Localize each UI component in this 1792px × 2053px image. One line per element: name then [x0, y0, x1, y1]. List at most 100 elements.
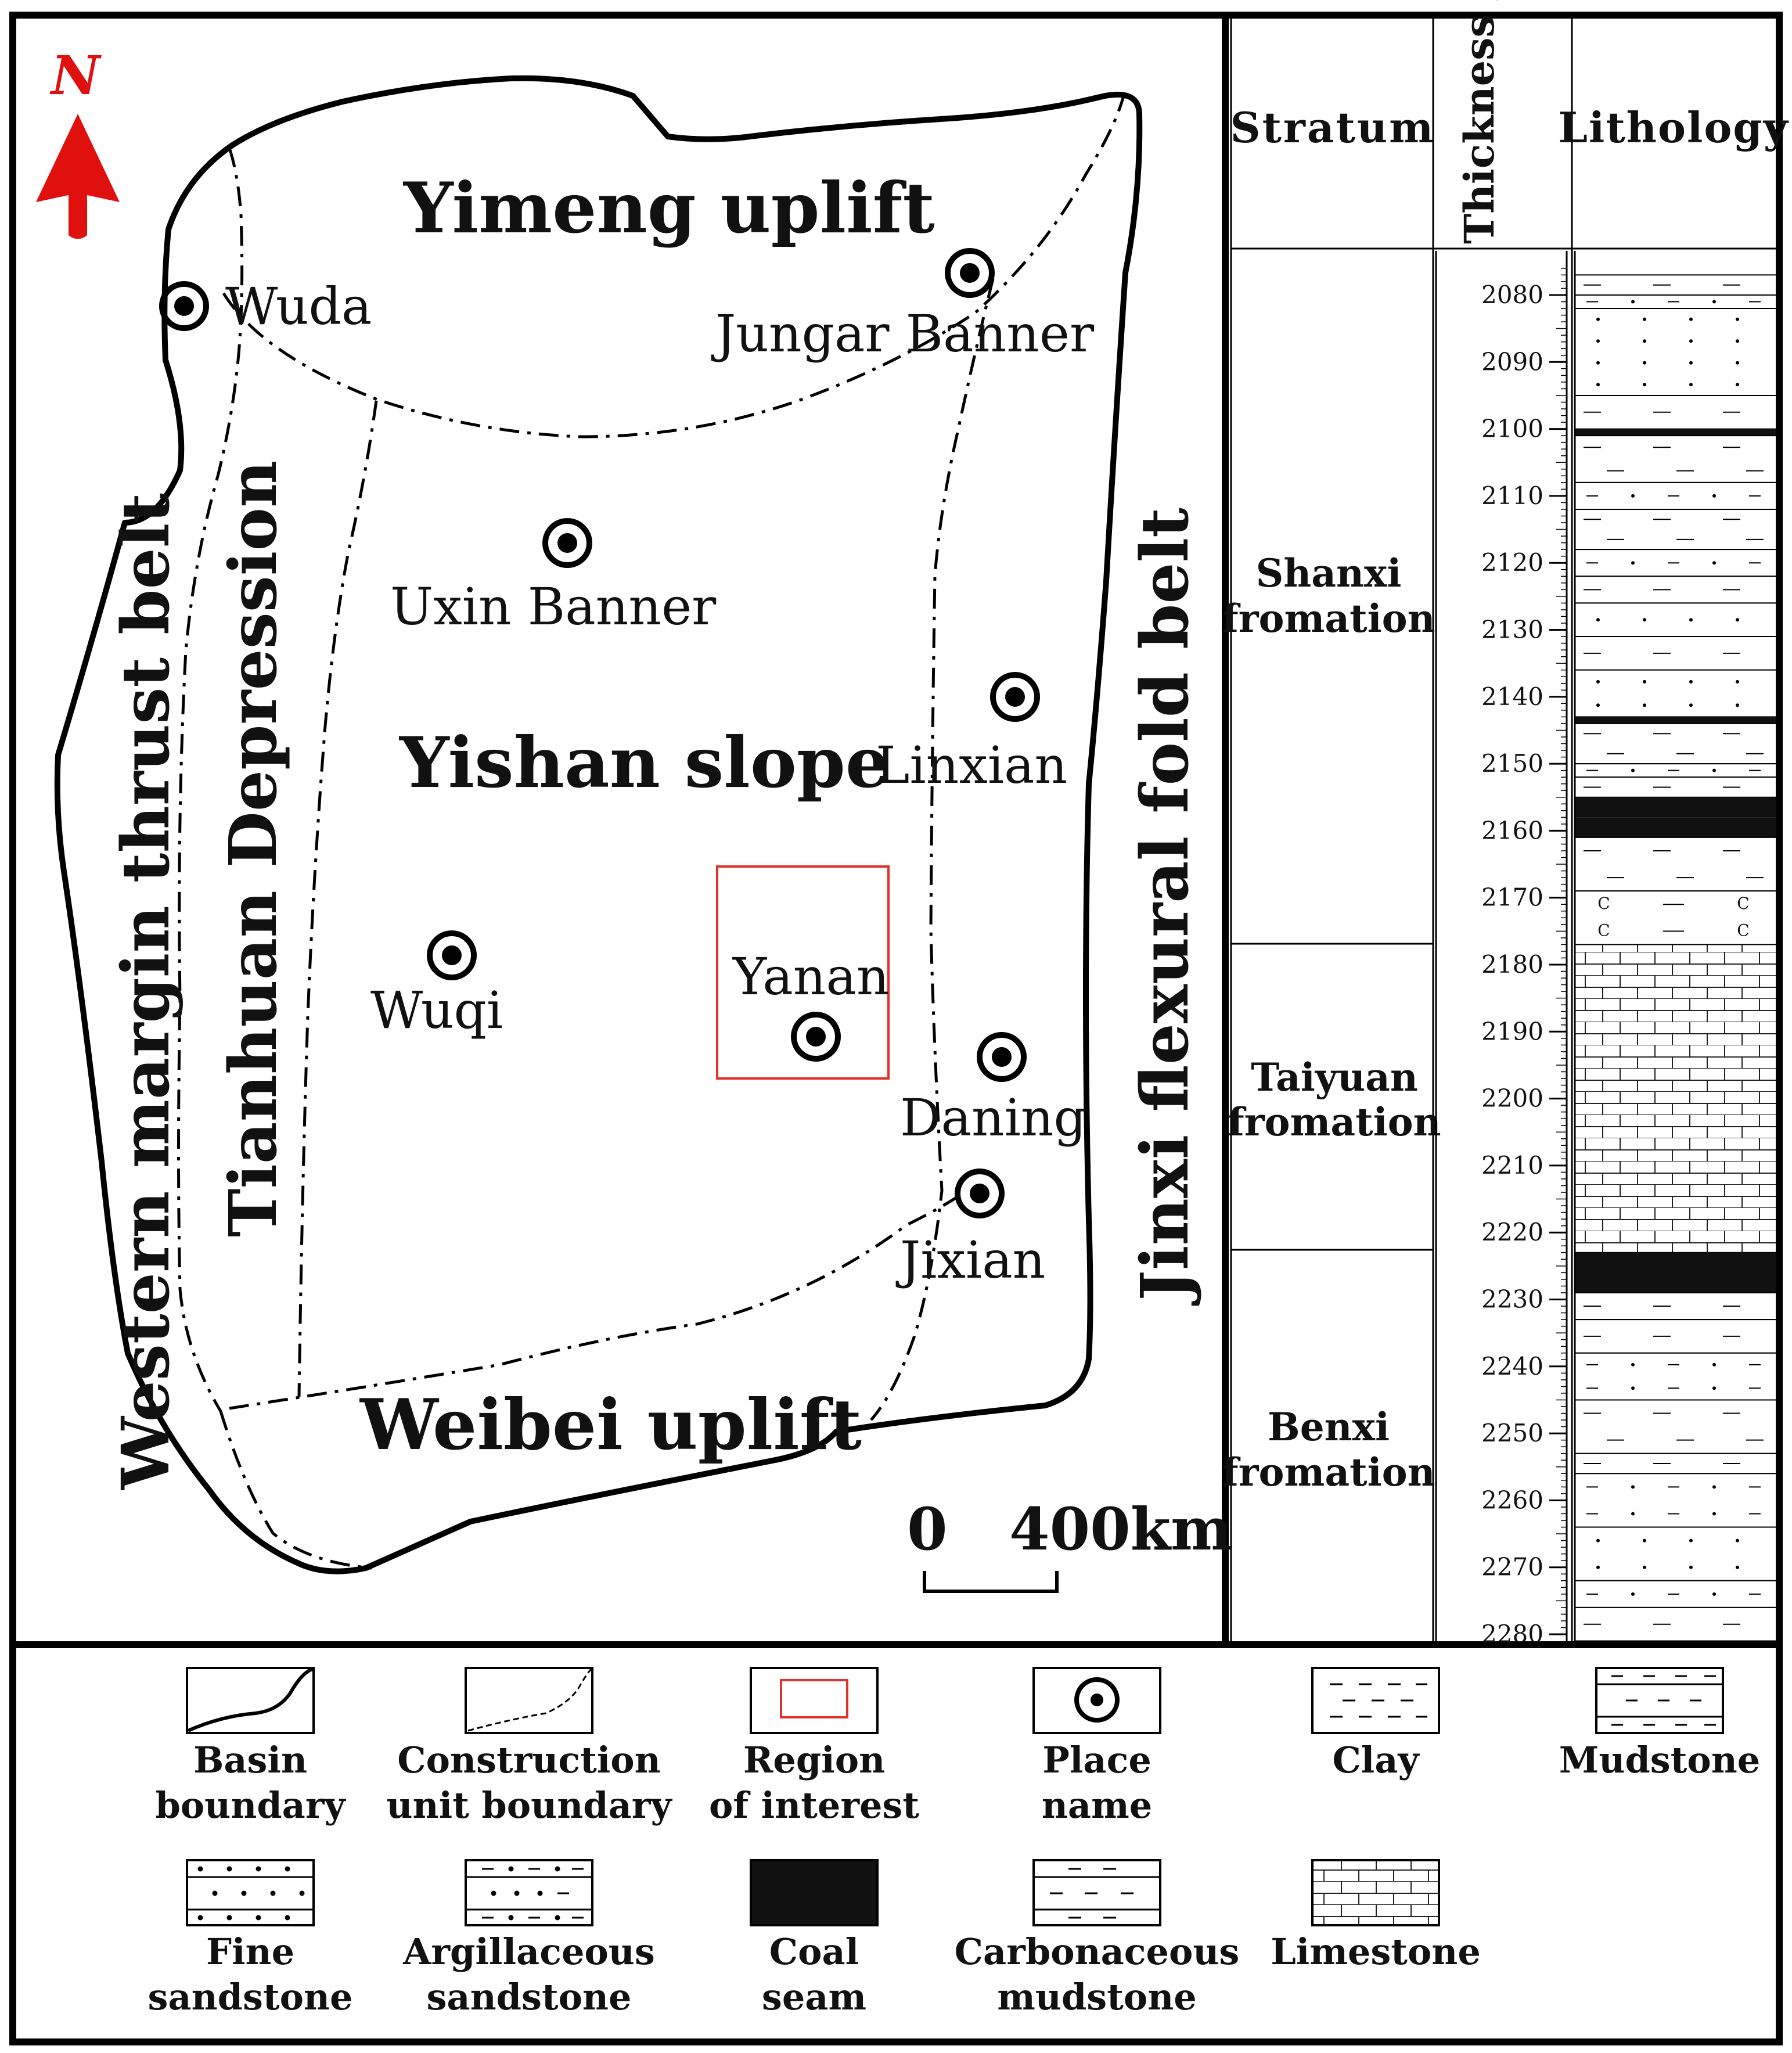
construction-boundaries	[177, 95, 1125, 1570]
argillaceous-pattern-icon	[466, 1866, 592, 1921]
litho-layer-lime	[1575, 944, 1776, 1253]
svg-text:C: C	[1597, 894, 1610, 913]
litho-layer-clay	[1575, 1399, 1776, 1454]
litho-layer-mud	[1575, 636, 1776, 671]
weibei-uplift-label: Weibei uplift	[359, 1384, 862, 1466]
depth-tick-label: 2200	[1481, 1084, 1543, 1113]
legend-basin-boundary-line2: boundary	[155, 1784, 346, 1827]
litho-layer-mud	[1575, 1452, 1776, 1475]
legend-place-line2: name	[1042, 1784, 1152, 1827]
litho-layer-coal	[1575, 429, 1776, 436]
litho-layer-mud	[1575, 274, 1776, 296]
depth-axis: 2080209021002110212021302140215021602170…	[1435, 251, 1568, 1648]
litho-layer-coal	[1575, 1252, 1776, 1293]
depth-tick-label: 2210	[1481, 1151, 1543, 1180]
uxin-marker-icon	[542, 518, 592, 568]
limestone-pattern-icon	[1311, 1859, 1440, 1926]
litho-layer-clay	[1575, 776, 1776, 798]
depth-tick-label: 2180	[1481, 950, 1543, 979]
north-arrow-icon	[36, 114, 120, 239]
yishan-slope-label: Yishan slope	[398, 722, 890, 804]
place-wuqi: Wuqi	[370, 980, 503, 1040]
jinxi-belt-label: Jinxi flexural fold belt	[1127, 508, 1203, 1306]
coal-seam-icon	[750, 1859, 879, 1926]
svg-text:C: C	[1737, 894, 1749, 913]
clay-pattern-icon	[1330, 1683, 1427, 1718]
depth-tick-label: 2150	[1481, 749, 1543, 778]
litho-layer-arg	[1575, 763, 1776, 778]
litho-layer-coal	[1575, 797, 1776, 818]
litho-layer-arg	[1575, 1352, 1776, 1401]
place-wuda: Wuda	[225, 276, 372, 336]
litho-layer-clay	[1575, 394, 1776, 430]
depth-tick-label: 2080	[1481, 281, 1543, 309]
western-belt-south	[219, 1411, 372, 1570]
tianhuan-depression-label: Tianhuan Depression	[215, 461, 292, 1238]
daning-marker-icon	[977, 1032, 1027, 1082]
yanan-marker-icon	[791, 1012, 841, 1062]
litho-layer-arg	[1575, 1580, 1776, 1608]
depth-tick-label: 2170	[1481, 883, 1543, 912]
tianhuan-east-boundary	[297, 400, 378, 1397]
region-icon	[780, 1679, 848, 1718]
legend-coal-line1: Coal	[769, 1930, 859, 1973]
legend-place: Place name	[1032, 1667, 1161, 1827]
jungar-marker-icon	[945, 248, 995, 298]
legend-region: Region of interest	[709, 1667, 919, 1827]
header-thickness: Thickness /m	[1455, 0, 1503, 244]
yimeng-boundary	[222, 95, 1125, 438]
litho-layer-mud	[1575, 576, 1776, 604]
place-linxian: Linxian	[876, 735, 1067, 795]
map-panel: N Yimeng uplift Yishan slope Weibei upli…	[36, 44, 1232, 1593]
legend-construction: Construction unit boundary	[386, 1667, 672, 1827]
formation-taiyuan-line1: Taiyuan	[1251, 1055, 1418, 1100]
litho-layer-fine	[1575, 669, 1776, 718]
strat-column: Stratum Thickness /m Lithology Shanxi fr…	[1222, 0, 1787, 1648]
legend-mudstone: Mudstone	[1559, 1667, 1760, 1781]
depth-tick-label: 2260	[1481, 1486, 1543, 1514]
depth-tick-label: 2240	[1481, 1352, 1543, 1380]
litho-layer-coal	[1575, 717, 1776, 724]
depth-tick-label: 2140	[1481, 682, 1543, 711]
legend-argillaceous-line2: sandstone	[427, 1976, 632, 2018]
basin-boundary-icon	[187, 1667, 314, 1732]
jixian-marker-icon	[955, 1168, 1005, 1218]
carbonaceous-pattern-icon	[1034, 1868, 1160, 1919]
scale-bar-line	[923, 1571, 1059, 1593]
legend-fine-sandstone: Fine sandstone	[148, 1859, 352, 2018]
litho-layer-arg	[1575, 294, 1776, 310]
linxian-marker-icon	[990, 672, 1040, 722]
western-margin-label: Western margin thrust belt	[108, 493, 184, 1490]
scale-zero: 0	[907, 1495, 948, 1563]
legend-basin-boundary-line1: Basin	[193, 1739, 307, 1781]
legend-region-line2: of interest	[709, 1784, 919, 1827]
formation-benxi-line1: Benxi	[1268, 1404, 1390, 1450]
wuqi-marker-icon	[427, 930, 477, 980]
scale-bar: 0 400km	[907, 1495, 1232, 1593]
legend-limestone-line1: Limestone	[1271, 1930, 1481, 1973]
depth-tick-label: 2190	[1481, 1017, 1543, 1045]
place-jixian: Jixian	[895, 1230, 1045, 1290]
place-jungar: Jungar Banner	[711, 304, 1095, 364]
litho-layer-mud	[1575, 435, 1776, 483]
depth-tick-label: 2280	[1481, 1620, 1543, 1648]
legend-mudstone-line1: Mudstone	[1559, 1739, 1760, 1781]
legend-argillaceous: Argillaceous sandstone	[402, 1859, 655, 2018]
depth-tick-label: 2090	[1481, 347, 1543, 376]
legend-carbonaceous-line1: Carbonaceous	[955, 1930, 1240, 1973]
litho-layer-mud	[1575, 836, 1776, 892]
litho-layer-mud	[1575, 1319, 1776, 1354]
depth-tick-label: 2220	[1481, 1218, 1543, 1246]
legend-construction-line1: Construction	[397, 1739, 660, 1781]
mudstone-pattern-icon	[1596, 1675, 1723, 1726]
litho-layer-arg	[1575, 549, 1776, 577]
legend-place-line1: Place	[1042, 1739, 1152, 1781]
legend-construction-line2: unit boundary	[386, 1784, 672, 1827]
litho-layer-clay	[1575, 1606, 1776, 1642]
legend-region-line1: Region	[743, 1739, 885, 1781]
litho-layer-mud	[1575, 1292, 1776, 1321]
place-name-icon	[1074, 1677, 1120, 1723]
